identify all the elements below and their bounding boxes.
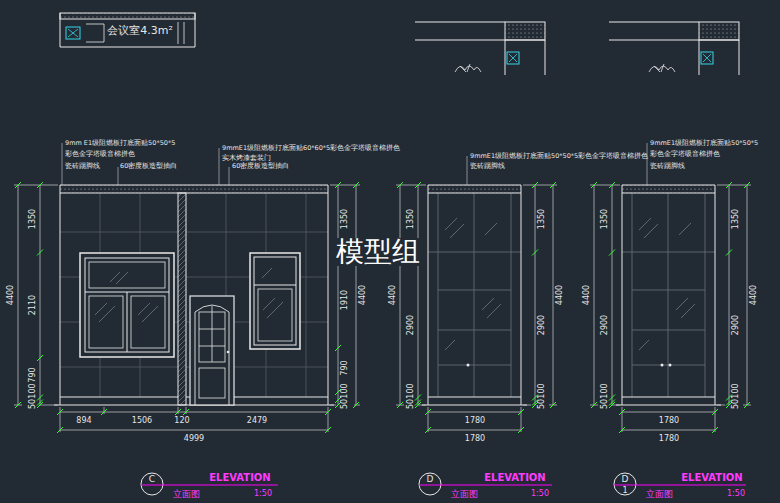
note-text: 9mmE1级阻燃板打底面贴50*50*5彩色金字塔吸音棉拼色: [470, 153, 648, 160]
dimension-text: 4999: [184, 435, 204, 443]
dimension-text: 100: [341, 383, 349, 398]
note-text: 彩色金字塔吸音棉拼色: [65, 151, 135, 158]
dimension-text: 1350: [601, 209, 609, 229]
dimension-text: 4400: [389, 285, 397, 305]
elevation-marker: D: [622, 475, 629, 484]
dimension-text: 100: [601, 383, 609, 398]
dimension-text: 2900: [538, 315, 546, 335]
dimension-text: 1350: [732, 209, 740, 229]
scale-text: 1:50: [254, 490, 272, 498]
dimension-text: 100: [407, 383, 415, 398]
elevation-marker: D: [427, 475, 434, 484]
dimension-text: 1350: [29, 209, 37, 229]
dimension-text: 1780: [659, 417, 679, 425]
dimension-text: 2900: [732, 315, 740, 335]
watermark: 模型组: [334, 238, 422, 266]
dimension-text: 1350: [341, 209, 349, 229]
dimension-text: 100: [29, 383, 37, 398]
title-text: ELEVATION: [681, 473, 742, 483]
dimension-text: 50: [538, 399, 546, 409]
scale-text: 1:50: [727, 490, 745, 498]
dimension-text: 1350: [407, 209, 415, 229]
dimension-text: 2479: [247, 417, 267, 425]
dimension-text: 2900: [601, 315, 609, 335]
dimension-text: 1780: [465, 435, 485, 443]
dimension-text: 4400: [583, 285, 591, 305]
dimension-text: 4400: [7, 285, 15, 305]
note-text: 60密度板造型抽白: [232, 163, 289, 170]
dimension-text: 1350: [538, 209, 546, 229]
title-text: 立面图: [173, 490, 200, 499]
dimension-text: 1780: [465, 417, 485, 425]
room-label: 会议室4.3m²: [107, 25, 173, 36]
dimension-text: 50: [407, 399, 415, 409]
note-text: 瓷砖踢脚线: [65, 163, 100, 170]
note-text: 瓷砖踢脚线: [470, 163, 505, 170]
title-text: ELEVATION: [209, 473, 270, 483]
dimension-text: 50: [29, 399, 37, 409]
dimension-text: 100: [732, 383, 740, 398]
dimension-text: 4400: [359, 285, 367, 305]
note-text: 9mmE1级阻燃板打底面贴50*50*5: [650, 140, 758, 147]
title-text: 立面图: [451, 490, 478, 499]
dimension-text: 1910: [341, 290, 349, 310]
dimension-text: 50: [341, 399, 349, 409]
dimension-text: 2110: [29, 295, 37, 315]
dimension-text: 790: [341, 360, 349, 375]
note-text: 瓷砖踢脚线: [650, 163, 685, 170]
elevation-marker: 1: [622, 487, 627, 495]
note-text: 60密度板造型抽白: [120, 163, 177, 170]
title-text: ELEVATION: [484, 473, 545, 483]
note-text: 9mmE1级阻燃板打底面贴60*60*5彩色金字塔吸音棉拼色: [222, 145, 400, 152]
dimension-text: 790: [29, 367, 37, 382]
dimension-text: 4400: [556, 285, 564, 305]
dimension-text: 1506: [132, 417, 152, 425]
dimension-text: 2900: [407, 315, 415, 335]
dimension-text: 100: [538, 383, 546, 398]
dimension-text: 1780: [659, 435, 679, 443]
title-text: 立面图: [646, 490, 673, 499]
elevation-marker: C: [149, 475, 155, 484]
dimension-text: 120: [174, 417, 189, 425]
note-text: 彩色金字塔吸音棉拼色: [650, 151, 720, 158]
dimension-text: 50: [732, 399, 740, 409]
dimension-text: 894: [76, 417, 91, 425]
note-text: 实木烤漆套装门: [222, 155, 271, 162]
dimension-text: 50: [601, 399, 609, 409]
note-text: 9mm E1级阻燃板打底面贴50*50*5: [65, 140, 175, 147]
scale-text: 1:50: [531, 490, 549, 498]
dimension-text: 4400: [750, 285, 758, 305]
